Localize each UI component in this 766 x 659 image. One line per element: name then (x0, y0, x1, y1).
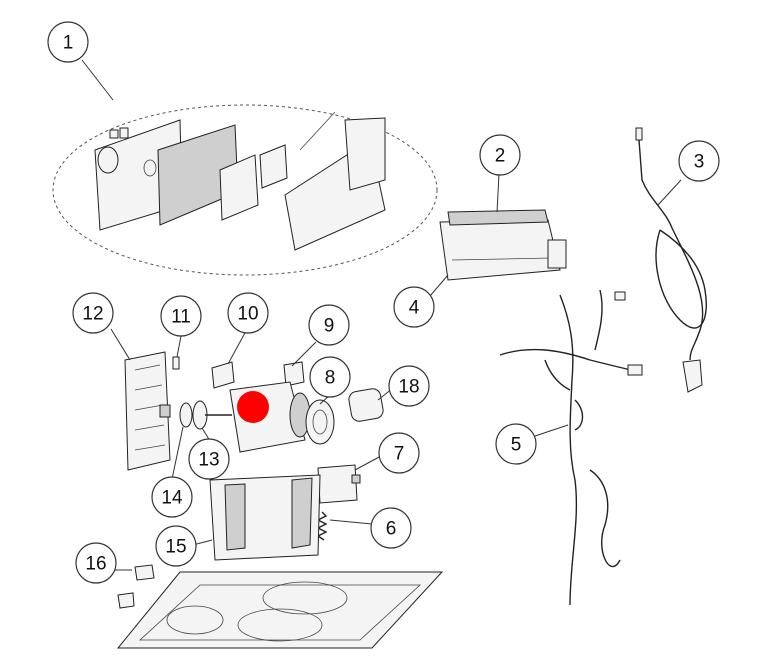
svg-text:2: 2 (495, 146, 506, 167)
callout-8: 8 (309, 356, 351, 398)
svg-text:14: 14 (161, 488, 183, 509)
callout-18: 18 (388, 365, 430, 407)
callout-6: 6 (370, 507, 412, 549)
callout-16: 16 (75, 542, 117, 584)
callout-4: 4 (393, 286, 435, 328)
svg-text:16: 16 (85, 554, 106, 575)
svg-text:15: 15 (165, 537, 186, 558)
svg-text:6: 6 (386, 519, 397, 540)
pulley (305, 399, 335, 445)
callout-5: 5 (495, 423, 537, 465)
control-panel-assembly (52, 104, 438, 276)
svg-text:18: 18 (398, 377, 419, 398)
callout-1: 1 (47, 21, 89, 63)
highlight-dot (237, 391, 269, 423)
callout-15: 15 (155, 525, 197, 567)
callout-11: 11 (160, 295, 202, 337)
callout-9: 9 (308, 304, 350, 346)
svg-text:12: 12 (82, 304, 103, 325)
clips (117, 564, 155, 609)
svg-text:7: 7 (394, 444, 405, 465)
svg-text:1: 1 (63, 33, 74, 54)
tension-spring (316, 511, 328, 541)
motor-cradle (209, 474, 321, 561)
svg-text:8: 8 (325, 368, 336, 389)
motor-brackets (211, 361, 305, 389)
callout-14: 14 (151, 476, 193, 518)
svg-text:5: 5 (511, 435, 522, 456)
callout-12: 12 (72, 292, 114, 334)
svg-text:3: 3 (694, 152, 705, 173)
wiring-harness (499, 289, 643, 606)
svg-text:10: 10 (237, 304, 258, 325)
callout-13: 13 (188, 438, 230, 480)
seal-ring (348, 388, 384, 422)
bearing-rings (179, 400, 208, 430)
svg-text:11: 11 (171, 307, 191, 328)
svg-text:9: 9 (324, 316, 335, 337)
callout-2: 2 (479, 134, 521, 176)
blower-wheel (124, 351, 171, 471)
callout-3: 3 (678, 140, 720, 182)
screw (172, 356, 180, 370)
svg-text:13: 13 (198, 450, 219, 471)
callout-10: 10 (227, 292, 269, 334)
base-plate (116, 571, 444, 649)
module-board (439, 209, 567, 281)
svg-text:4: 4 (409, 298, 420, 319)
leader-lines (81, 59, 682, 571)
power-cord (635, 127, 707, 393)
callout-7: 7 (378, 432, 420, 474)
switch-module (317, 464, 361, 504)
